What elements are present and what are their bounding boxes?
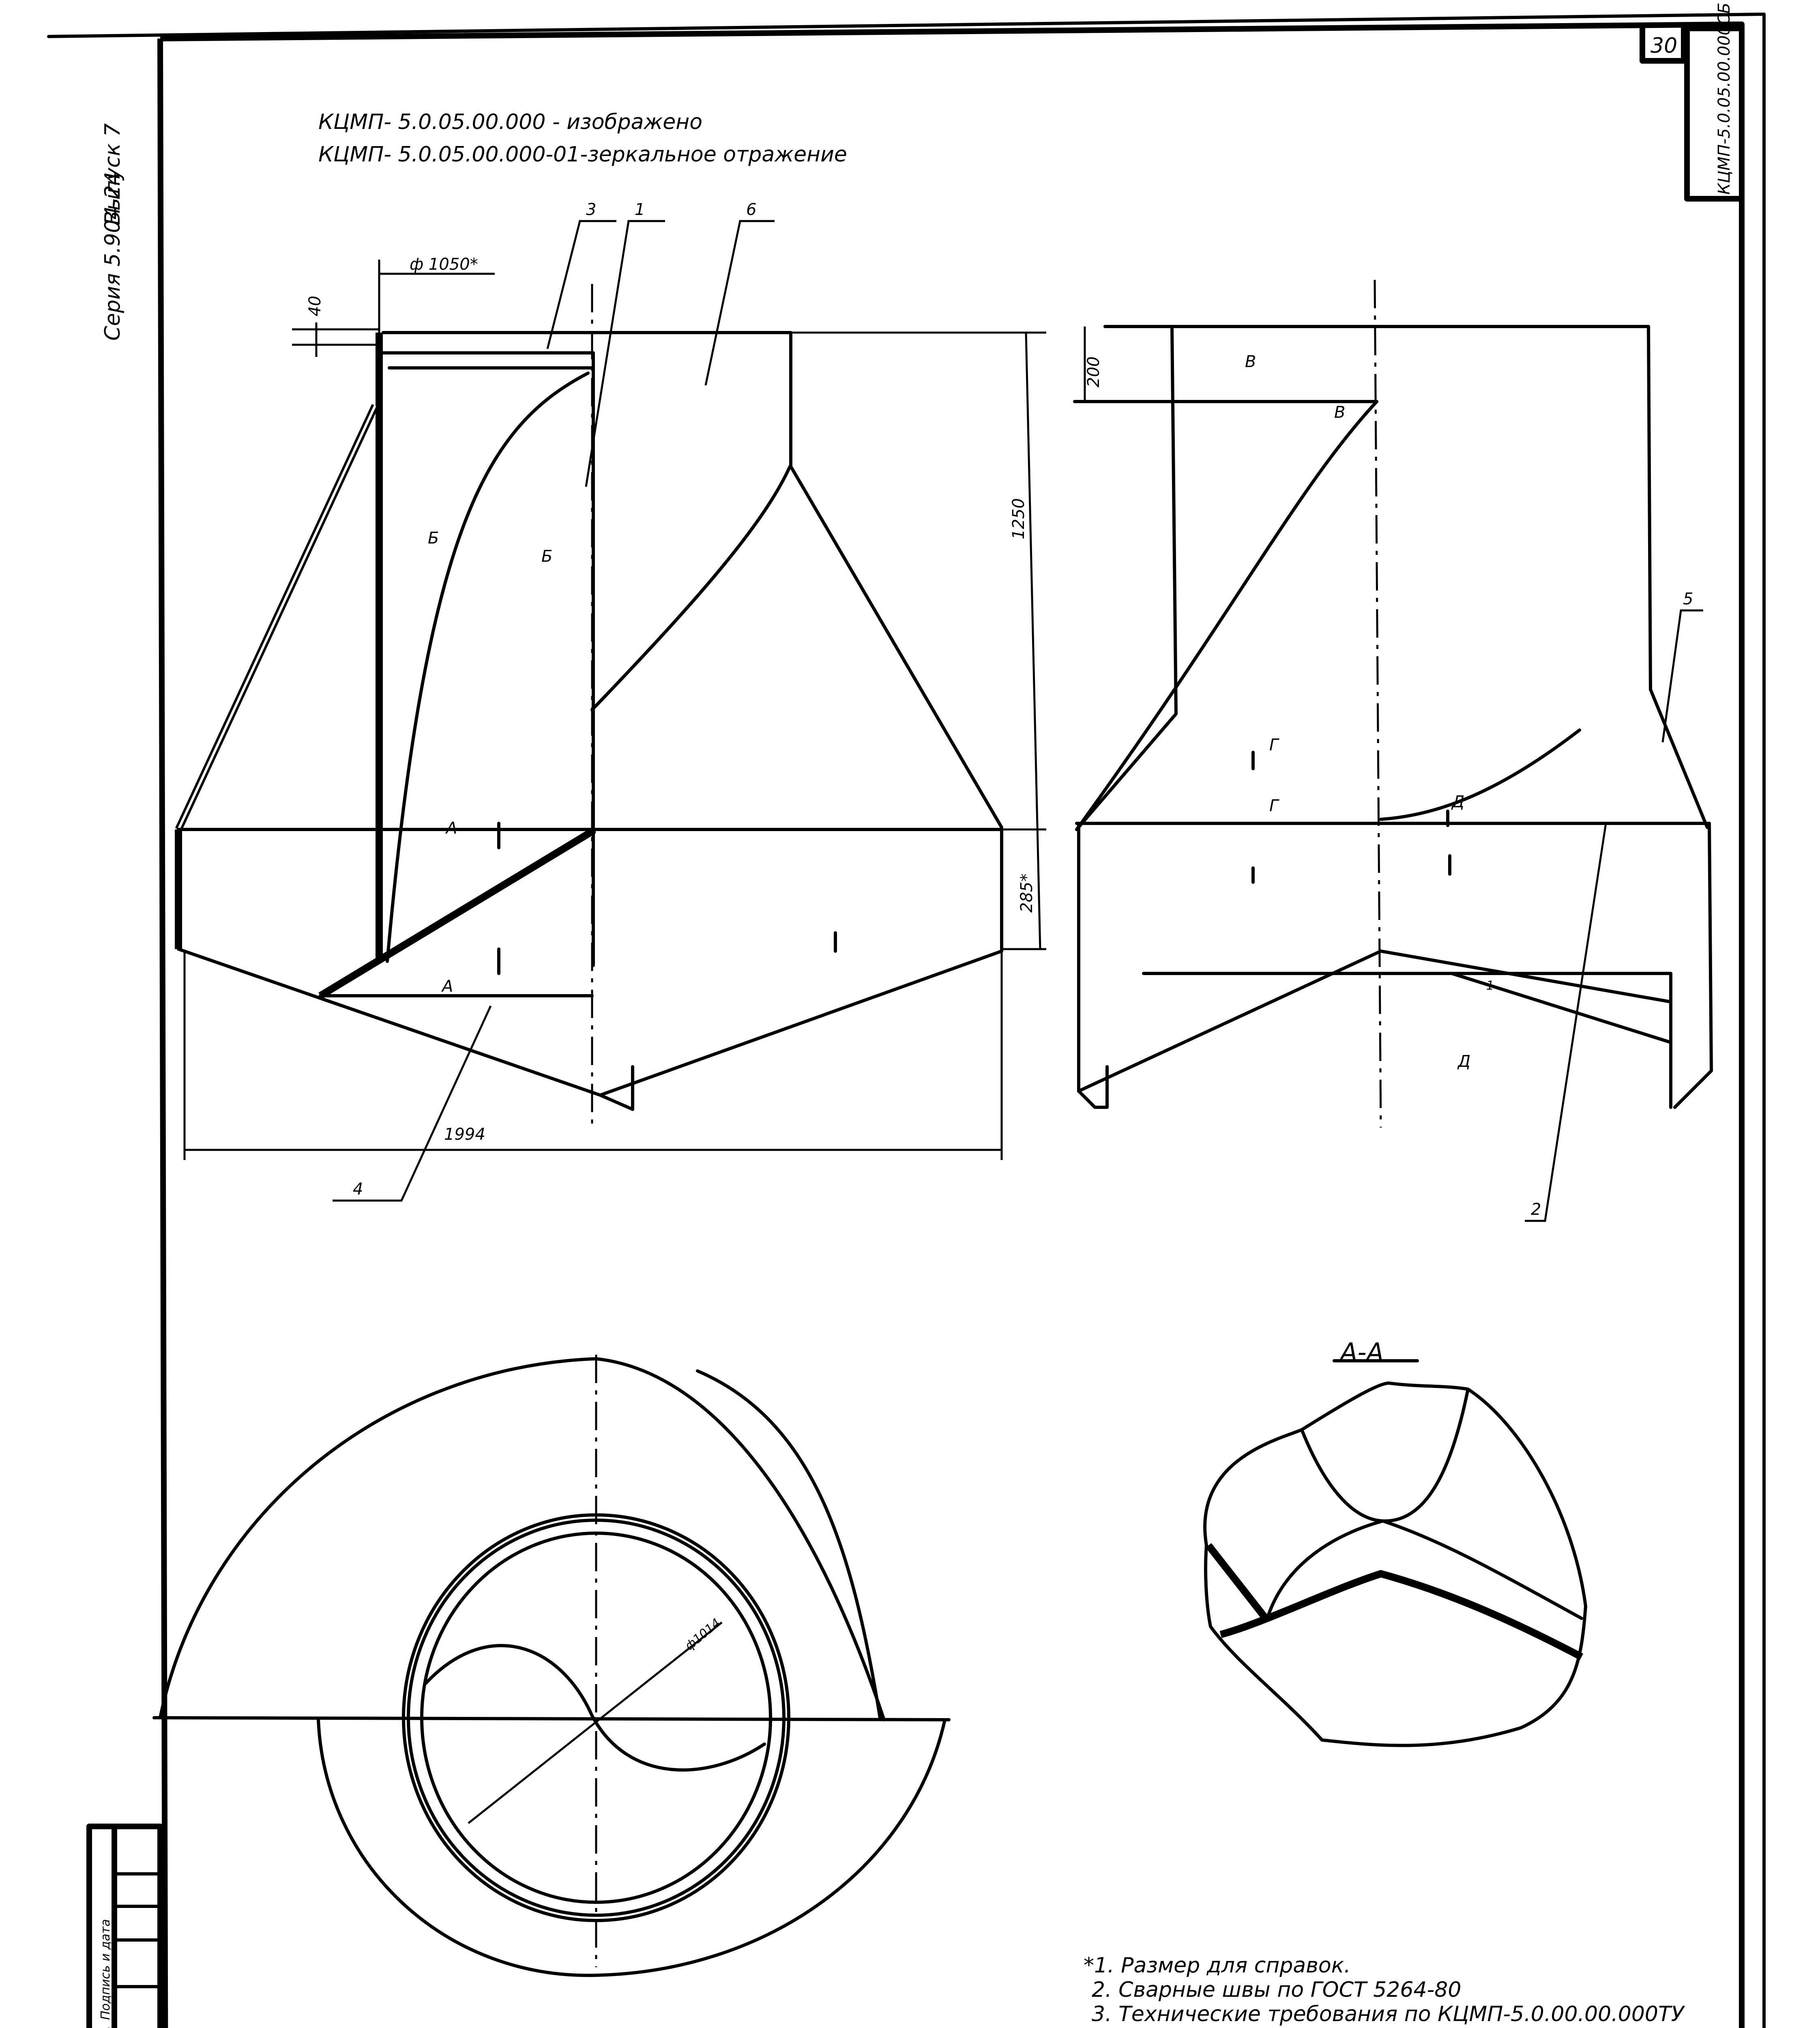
section-mark-d-bottom: Д bbox=[1457, 1052, 1470, 1071]
callout-4: 4 bbox=[353, 1180, 363, 1199]
header-note-2: КЦМП- 5.0.05.00.000-01-зеркальное отраже… bbox=[318, 142, 847, 167]
notes: *1. Размер для справок. 2. Сварные швы п… bbox=[1084, 1953, 1685, 2026]
callout-1-side: 1 bbox=[1486, 979, 1494, 993]
side-view: 200 2 5 1 В В Г Г Д Д bbox=[1073, 279, 1713, 1222]
dim-200: 200 bbox=[1084, 357, 1103, 387]
section-mark-b-bottom: Б bbox=[541, 547, 552, 566]
stamp-cell-sign-date-2: Подпись и дата bbox=[99, 1919, 113, 2020]
note-2: 2. Сварные швы по ГОСТ 5264-80 bbox=[1092, 1978, 1461, 2002]
section-aa-title: А-А bbox=[1339, 1337, 1384, 1367]
callout-2: 2 bbox=[1531, 1200, 1541, 1219]
section-mark-g-top: Г bbox=[1269, 736, 1279, 754]
section-mark-v-top: В bbox=[1245, 352, 1256, 371]
section-mark-a-top: А bbox=[445, 819, 457, 838]
callout-6: 6 bbox=[746, 200, 756, 219]
note-3: 3. Технические требования по КЦМП-5.0.00… bbox=[1092, 2002, 1685, 2026]
series-label: Серия 5.904-24 bbox=[101, 172, 125, 341]
left-stamp: Инв.№ подл. Подпись и дата Взам. инв. № … bbox=[86, 1824, 163, 2028]
plan-view: ф1014 bbox=[152, 1355, 951, 1977]
stamp-cell-dup-inv: Инв. № дубл. bbox=[99, 2026, 113, 2028]
dim-1994: 1994 bbox=[444, 1125, 485, 1144]
header-note-1: КЦМП- 5.0.05.00.000 - изображено bbox=[318, 110, 702, 134]
dim-diameter-1014: ф1014 bbox=[682, 1616, 723, 1653]
sheet-number: 30 bbox=[1650, 34, 1677, 58]
dim-diameter-1050: ф 1050* bbox=[410, 255, 478, 274]
callout-3: 3 bbox=[586, 200, 596, 219]
section-mark-a-bottom: А bbox=[441, 977, 453, 996]
sheet-frame bbox=[47, 13, 1766, 2028]
section-mark-g-bottom: Г bbox=[1269, 797, 1279, 815]
issue-label: Выпуск 7 bbox=[101, 123, 125, 225]
header-notes: КЦМП- 5.0.05.00.000 - изображено КЦМП- 5… bbox=[318, 110, 847, 167]
sheet-number-box: 30 bbox=[1640, 28, 1687, 64]
section-aa: А-А bbox=[1203, 1337, 1587, 1747]
section-mark-b-top: Б bbox=[428, 529, 439, 548]
front-view: 1994 1250 285* 40 ф 1050* 3 1 6 4 Б Б А … bbox=[175, 200, 1046, 1202]
dim-285: 285* bbox=[1017, 874, 1036, 913]
dim-1250: 1250 bbox=[1009, 498, 1028, 539]
note-1: *1. Размер для справок. bbox=[1084, 1953, 1351, 1978]
callout-5: 5 bbox=[1683, 590, 1693, 608]
side-code-text: КЦМП-5.0.05.00.000СБ bbox=[1715, 2, 1734, 195]
section-mark-v-bottom: В bbox=[1334, 403, 1345, 422]
side-code-stamp: КЦМП-5.0.05.00.000СБ bbox=[1684, 2, 1745, 202]
callout-1: 1 bbox=[635, 200, 645, 219]
dim-40: 40 bbox=[306, 296, 324, 316]
section-mark-d-top: Д bbox=[1451, 793, 1464, 811]
series-label-group: Серия 5.904-24 Выпуск 7 bbox=[101, 123, 125, 341]
